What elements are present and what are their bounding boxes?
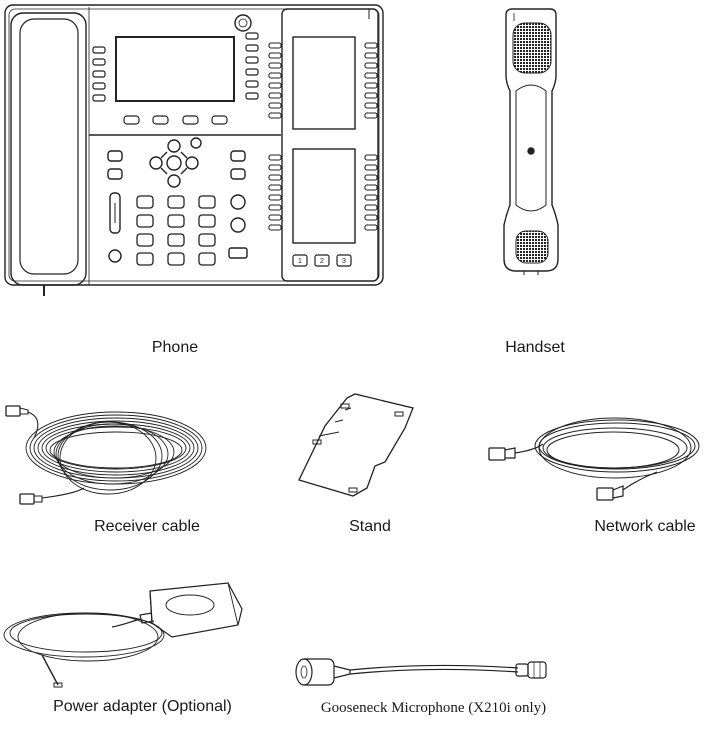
stand-caption: Stand: [349, 518, 391, 535]
network-cable-illustration: [487, 410, 702, 505]
network-cable-caption: Network cable: [594, 518, 696, 535]
expansion-key-1: 1: [298, 258, 302, 265]
handset-illustration: [496, 5, 566, 277]
gooseneck-microphone-illustration: [290, 652, 555, 692]
expansion-key-2: 2: [320, 258, 324, 265]
handset-caption: Handset: [505, 339, 565, 356]
power-adapter-caption: Power adapter (Optional): [53, 698, 232, 715]
stand-illustration: [295, 392, 420, 504]
phone-caption: Phone: [151, 339, 199, 356]
gooseneck-caption: Gooseneck Microphone (X210i only): [320, 700, 547, 716]
receiver-cable-caption: Receiver cable: [94, 518, 200, 535]
expansion-key-3: 3: [342, 258, 346, 265]
coiled-cable-illustration: [4, 398, 214, 510]
power-adapter-illustration: [2, 575, 247, 695]
phone-illustration: 1 2 3: [3, 3, 388, 298]
